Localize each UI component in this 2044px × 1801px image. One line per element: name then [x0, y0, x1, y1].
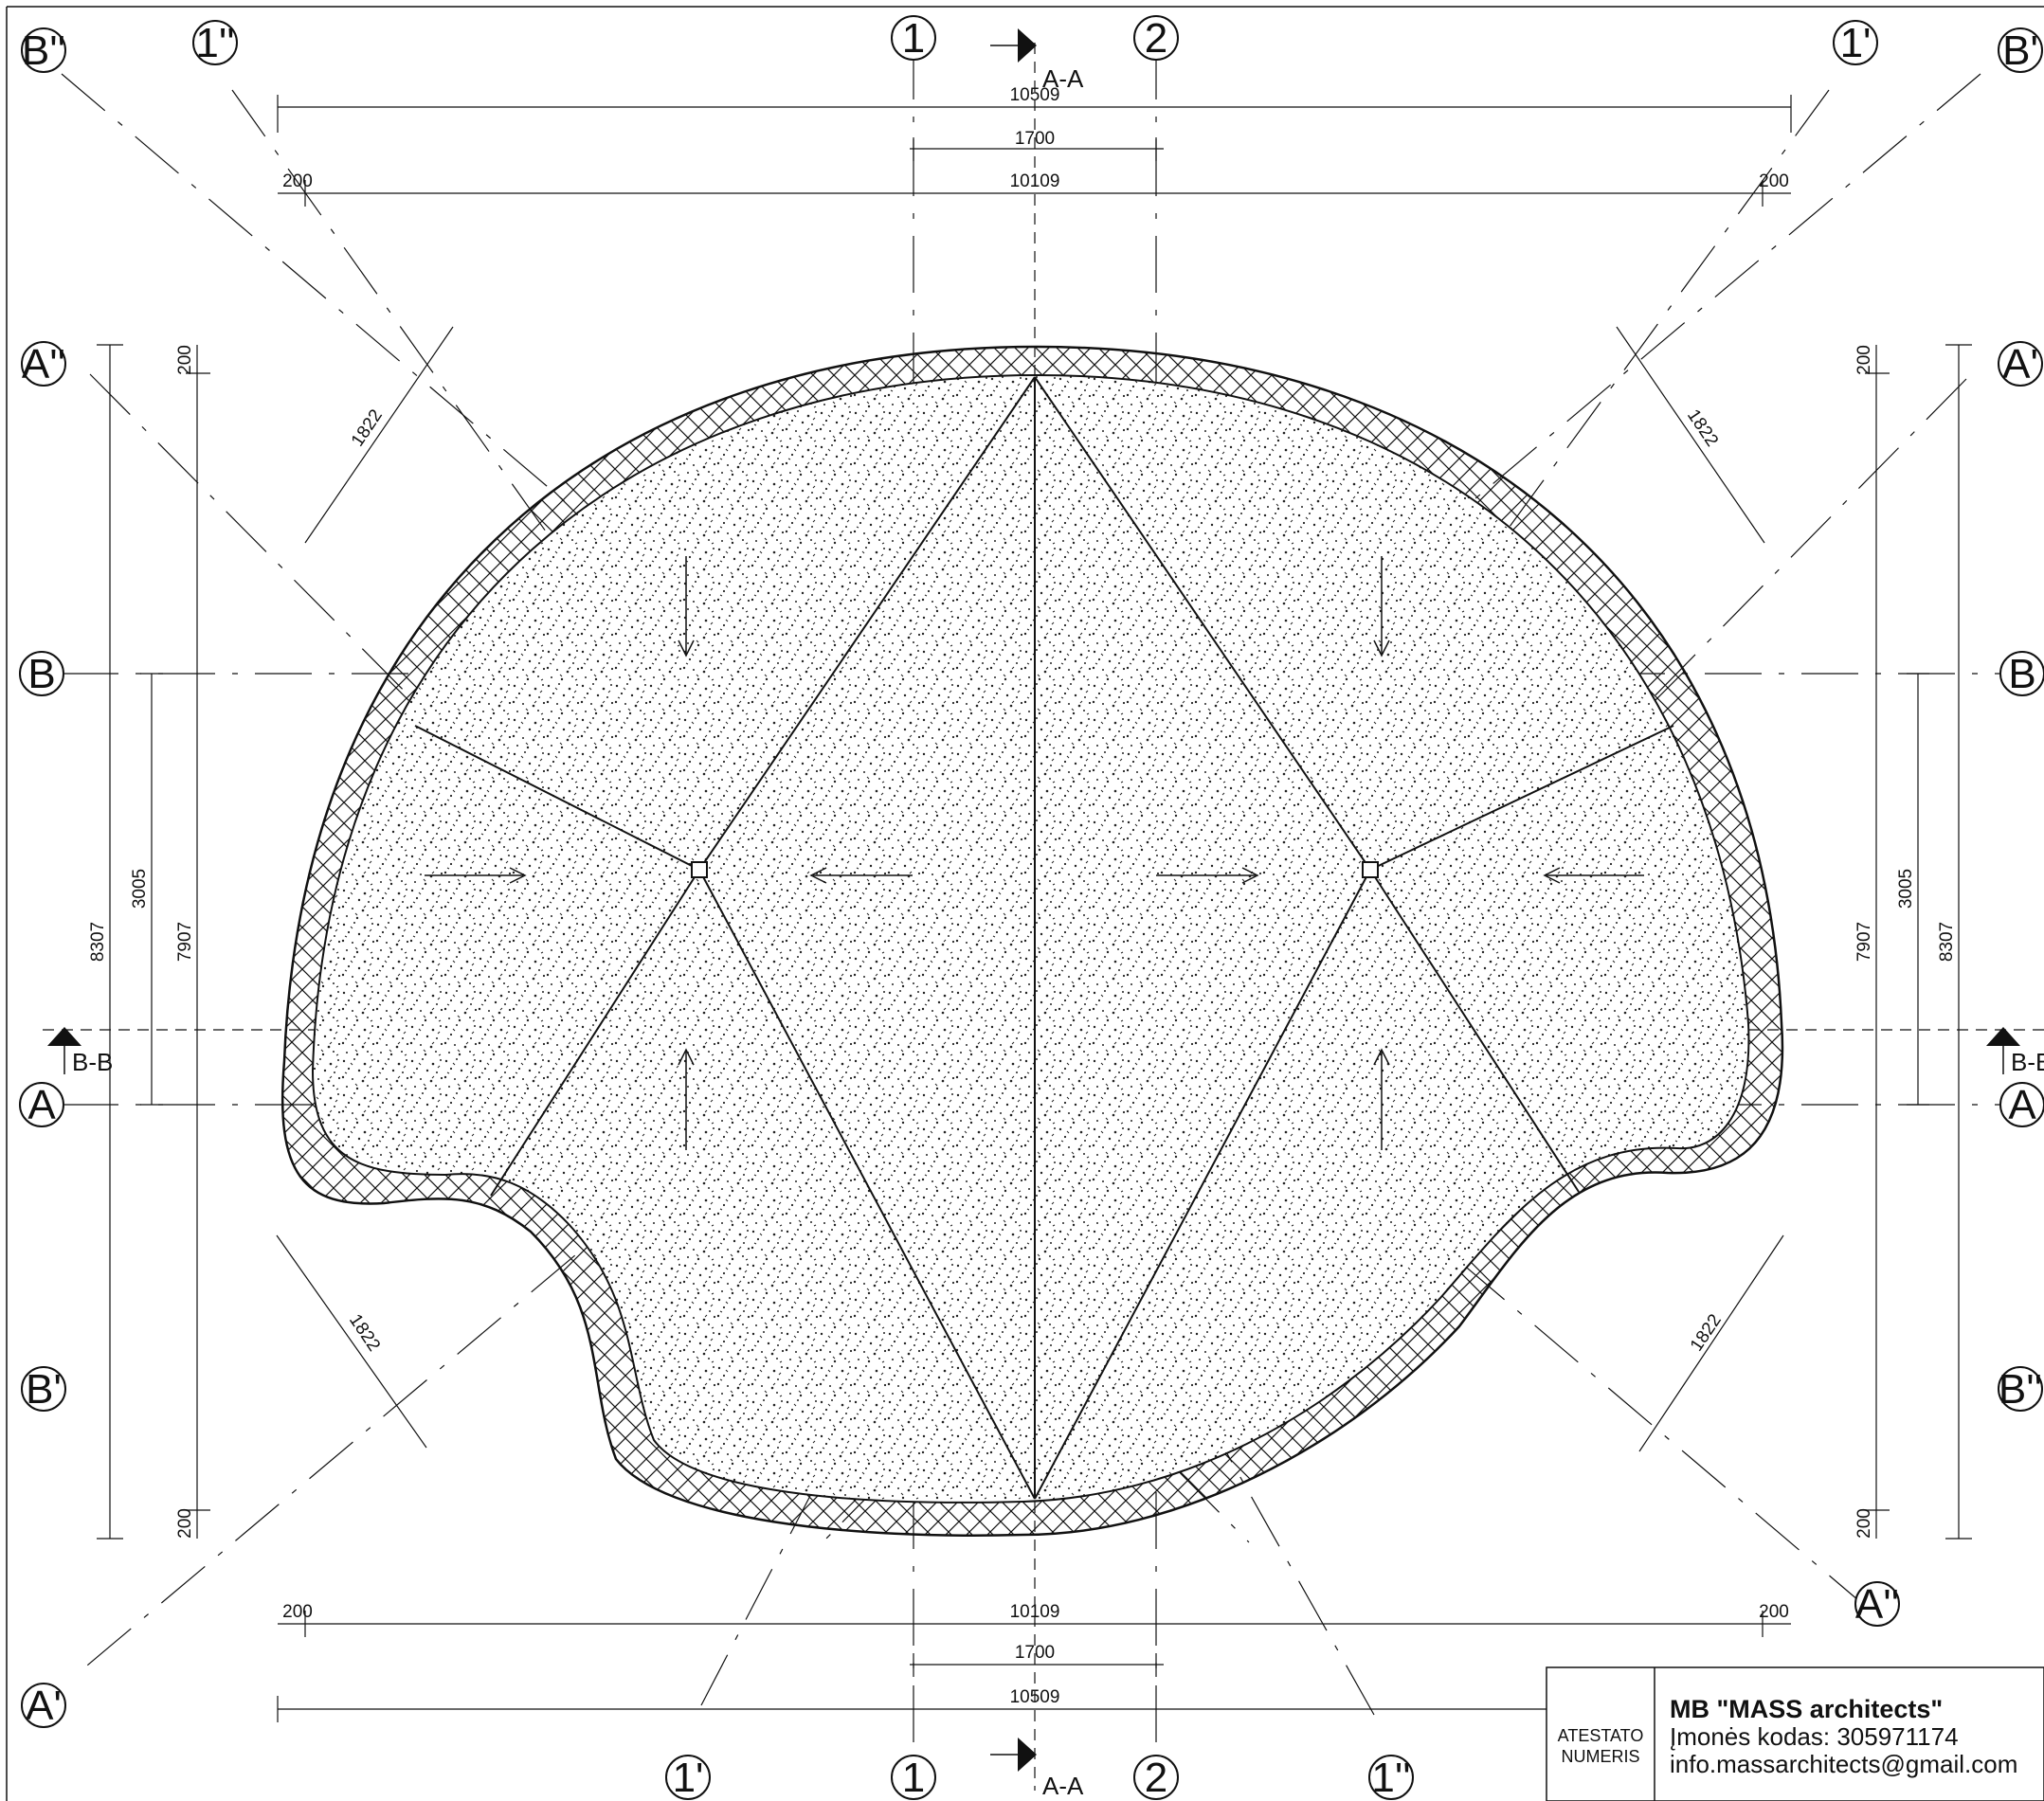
axis-bubble-left-app: A'' [21, 341, 66, 387]
svg-text:1: 1 [902, 1755, 925, 1801]
dim-diag-lower-left: 1822 [345, 1311, 384, 1356]
axis-bubble-top-1p: 1' [1833, 20, 1878, 66]
svg-text:2: 2 [1145, 15, 1167, 62]
svg-text:A'': A'' [1855, 1581, 1899, 1628]
roof-surface [311, 373, 1750, 1504]
dim-bottom-inner: 10109 [1010, 1602, 1060, 1622]
title-block-company: MB "MASS architects" [1670, 1695, 1943, 1723]
axis-bubble-left-bp: B' [21, 1366, 66, 1413]
section-markers: A-A A-A B-B B-B [47, 28, 2044, 1800]
svg-text:A': A' [26, 1683, 62, 1729]
dim-right-inner: 7907 [1854, 922, 1874, 962]
dim-top-right-offset: 200 [1759, 171, 1789, 191]
svg-text:1': 1' [673, 1755, 704, 1801]
axis-bubble-bottom-2: 2 [1133, 1755, 1179, 1801]
roof-outline [280, 345, 1784, 1537]
svg-text:A': A' [2002, 341, 2038, 387]
section-aa-bottom-arrow [1018, 1738, 1037, 1772]
section-bb-left-label: B-B [72, 1048, 113, 1076]
dim-left-bottom-offset: 200 [175, 1508, 195, 1539]
axis-bubble-bottom-1pp: 1'' [1368, 1755, 1414, 1801]
slope-arrows [425, 556, 1644, 1150]
axis-bubble-bottom-1p: 1' [665, 1755, 711, 1801]
axis-bubble-top-b2: B'' [21, 27, 66, 74]
svg-text:A'': A'' [22, 341, 65, 387]
svg-text:B': B' [2002, 27, 2038, 74]
dim-diag-lower-right: 1822 [1687, 1311, 1726, 1356]
svg-text:B: B [2008, 651, 2035, 697]
axis-bubbles: B'' 1'' 1 2 1' B' A' 1' [19, 15, 2044, 1801]
dim-top-left-offset: 200 [282, 171, 313, 191]
dim-top-overall: 10509 [1010, 85, 1060, 105]
section-bb-right-label: B-B [2011, 1048, 2044, 1076]
svg-text:2: 2 [1145, 1755, 1167, 1801]
axis-bubble-right-ap: A' [1998, 341, 2043, 387]
dim-bottom-right-offset: 200 [1759, 1602, 1789, 1622]
svg-text:A: A [2008, 1082, 2036, 1128]
svg-text:A: A [27, 1082, 56, 1128]
section-bb-right-arrow [1986, 1027, 2020, 1046]
axis-bubble-top-1pp: 1'' [192, 20, 238, 66]
dim-right-mid: 3005 [1896, 869, 1916, 909]
section-bb-left-arrow [47, 1027, 81, 1046]
axis-bubble-right-b: B [1999, 651, 2044, 697]
svg-text:B'': B'' [22, 27, 65, 74]
dim-diag-upper-right: 1822 [1683, 406, 1722, 451]
dim-bottom-mid: 1700 [1015, 1643, 1055, 1663]
dimension-lines [97, 95, 1972, 1722]
svg-text:B: B [27, 651, 55, 697]
axis-bubble-right-a: A [1999, 1082, 2044, 1128]
dim-top-inner: 10109 [1010, 171, 1060, 191]
dim-top-mid: 1700 [1015, 129, 1055, 149]
svg-text:B'': B'' [1999, 1366, 2042, 1413]
dim-right-top-offset: 200 [1854, 345, 1874, 375]
dim-left-mid: 3005 [130, 869, 150, 909]
section-aa-bottom-label: A-A [1042, 1772, 1084, 1800]
svg-text:1'': 1'' [195, 20, 234, 66]
dimension-texts: 10509 1700 10109 200 200 10109 1700 1050… [88, 85, 1957, 1707]
dim-left-overall: 8307 [88, 922, 108, 962]
dim-right-overall: 8307 [1937, 922, 1957, 962]
axis-bubble-bottom-1: 1 [891, 1755, 936, 1801]
axis-bubble-top-1: 1 [891, 15, 936, 62]
axis-bubble-right-bpp: B'' [1998, 1366, 2043, 1413]
axis-bubble-left-b: B [19, 651, 64, 697]
title-block-company-code: Įmonės kodas: 305971174 [1670, 1722, 1959, 1751]
dim-left-top-offset: 200 [175, 345, 195, 375]
section-aa-top-arrow [1018, 28, 1037, 63]
title-block: ATESTATO NUMERIS MB "MASS architects" Įm… [1546, 1666, 2044, 1801]
dim-bottom-overall: 10509 [1010, 1687, 1060, 1707]
svg-text:1: 1 [902, 15, 925, 62]
title-block-label-line1: ATESTATO [1558, 1726, 1644, 1745]
dim-diag-upper-left: 1822 [348, 406, 387, 451]
title-block-label-line2: NUMERIS [1561, 1747, 1639, 1766]
axis-bubble-bottom-ap: A' [21, 1683, 66, 1729]
axis-bubble-top-2: 2 [1133, 15, 1179, 62]
dim-bottom-left-offset: 200 [282, 1602, 313, 1622]
section-aa-top-label: A-A [1042, 64, 1084, 93]
axis-bubble-left-a: A [19, 1082, 64, 1128]
ridge-lines [414, 376, 1674, 1500]
svg-text:1': 1' [1840, 20, 1872, 66]
dim-right-bottom-offset: 200 [1854, 1508, 1874, 1539]
title-block-email: info.massarchitects@gmail.com [1670, 1750, 2017, 1778]
axis-bubble-bottom-app: A'' [1854, 1581, 1900, 1628]
svg-text:1'': 1'' [1371, 1755, 1410, 1801]
dim-left-inner: 7907 [175, 922, 195, 962]
axis-bubble-top-bp: B' [1998, 27, 2043, 74]
svg-text:B': B' [26, 1366, 62, 1413]
drawing-frame [6, 6, 2044, 1801]
